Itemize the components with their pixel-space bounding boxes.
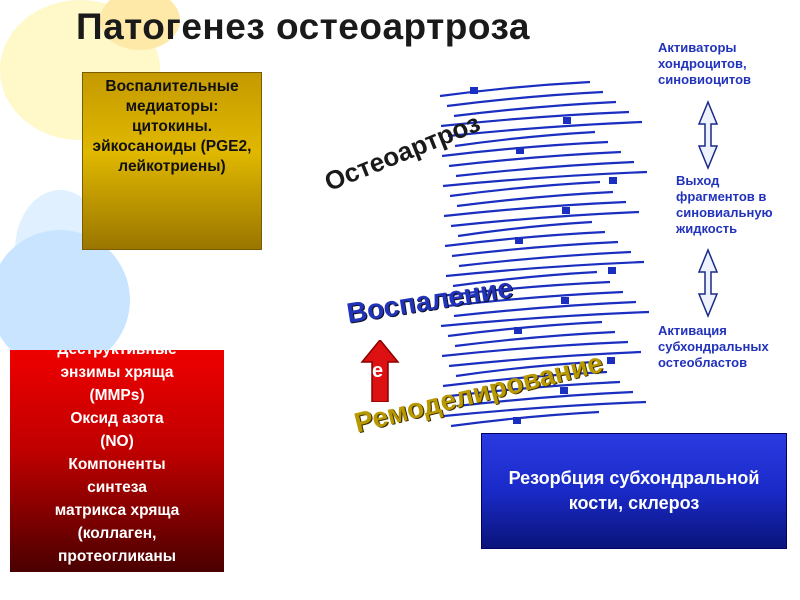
- stack-block: [607, 357, 615, 364]
- stack-line: [446, 290, 624, 308]
- stack-block: [561, 297, 569, 304]
- stack-line: [440, 310, 650, 328]
- chondrocyte-activators-label: Активаторы хондроцитов, синовиоцитов: [658, 40, 751, 88]
- arrow-letter: e: [372, 360, 384, 382]
- stack-line: [455, 360, 595, 378]
- stack-line: [441, 140, 609, 158]
- stack-line: [449, 180, 601, 198]
- label-line: субхондральных: [658, 339, 769, 354]
- stack-line: [443, 200, 627, 218]
- stack-line: [441, 340, 629, 358]
- destr-line: Деструктивные: [18, 350, 216, 361]
- fragments-release-label: Выход фрагментов в синовиальную жидкость: [676, 173, 773, 237]
- stack-block: [516, 147, 524, 154]
- stack-line: [454, 330, 616, 348]
- label-line: Активаторы: [658, 40, 737, 55]
- destr-line: Компоненты: [68, 456, 166, 473]
- stack-line: [456, 190, 614, 208]
- stack-line: [454, 130, 596, 148]
- double-arrow-icon: [697, 248, 719, 318]
- stack-block: [609, 177, 617, 184]
- stack-line: [456, 390, 634, 408]
- label-line: фрагментов в: [676, 189, 767, 204]
- destr-line: матрикса хряща: [54, 502, 180, 519]
- destr-line: протеогликаны: [57, 548, 176, 565]
- red-up-arrow-icon: [360, 340, 400, 402]
- stack-line: [446, 90, 604, 108]
- stacked-lines-graphic: [439, 80, 650, 428]
- stack-block: [514, 327, 522, 334]
- label-line: остеобластов: [658, 355, 748, 370]
- stack-line: [455, 160, 635, 178]
- stack-line: [442, 170, 648, 188]
- stack-block: [562, 207, 570, 214]
- stack-line: [450, 410, 600, 428]
- stack-line: [442, 370, 608, 388]
- label-line: Выход: [676, 173, 720, 188]
- destr-line: (коллаген,: [77, 525, 157, 542]
- destr-line: (MMPs): [89, 387, 145, 404]
- stack-block: [515, 237, 523, 244]
- stack-line: [447, 320, 603, 338]
- destr-line: синтеза: [87, 479, 147, 496]
- bone-resorption-box: Резорбция субхондральной кости, склероз: [481, 433, 787, 549]
- inflammatory-mediators-box: Воспалительные медиаторы: цитокины. эйко…: [82, 72, 262, 250]
- stack-line: [453, 100, 617, 118]
- label-line: жидкость: [676, 221, 738, 236]
- stack-line: [450, 210, 640, 228]
- stack-line: [449, 380, 621, 398]
- label-line: хондроцитов,: [658, 56, 747, 71]
- stack-line: [453, 300, 637, 318]
- stack-line: [439, 80, 591, 98]
- stack-line: [458, 250, 632, 268]
- osteoblast-activation-label: Активация субхондральных остеобластов: [658, 323, 769, 371]
- stack-line: [451, 240, 619, 258]
- stack-block: [563, 117, 571, 124]
- stack-line: [447, 120, 643, 138]
- destructive-enzymes-box: Деструктивные энзимы хряща (MMPs) Оксид …: [10, 350, 224, 572]
- double-arrow-icon: [697, 100, 719, 170]
- orange-balloon: [100, 0, 180, 50]
- stack-line: [457, 220, 593, 238]
- destr-line: энзимы хряща: [60, 364, 174, 381]
- stack-block: [560, 387, 568, 394]
- blue-balloon: [0, 230, 130, 370]
- stack-line: [443, 400, 647, 418]
- stack-line: [445, 260, 645, 278]
- label-line: Активация: [658, 323, 727, 338]
- stack-block: [513, 417, 521, 424]
- destr-line: Оксид азота: [70, 410, 164, 427]
- stack-line: [439, 280, 611, 298]
- label-line: синовиальную: [676, 205, 773, 220]
- stack-block: [470, 87, 478, 94]
- page-title: Патогенез остеоартроза: [76, 6, 530, 47]
- stack-line: [452, 270, 598, 288]
- label-line: синовиоцитов: [658, 72, 752, 87]
- stack-line: [448, 350, 642, 368]
- stack-line: [444, 230, 606, 248]
- stack-block: [608, 267, 616, 274]
- destr-line: (NO): [100, 433, 134, 450]
- stack-line: [448, 150, 622, 168]
- stack-line: [440, 110, 630, 128]
